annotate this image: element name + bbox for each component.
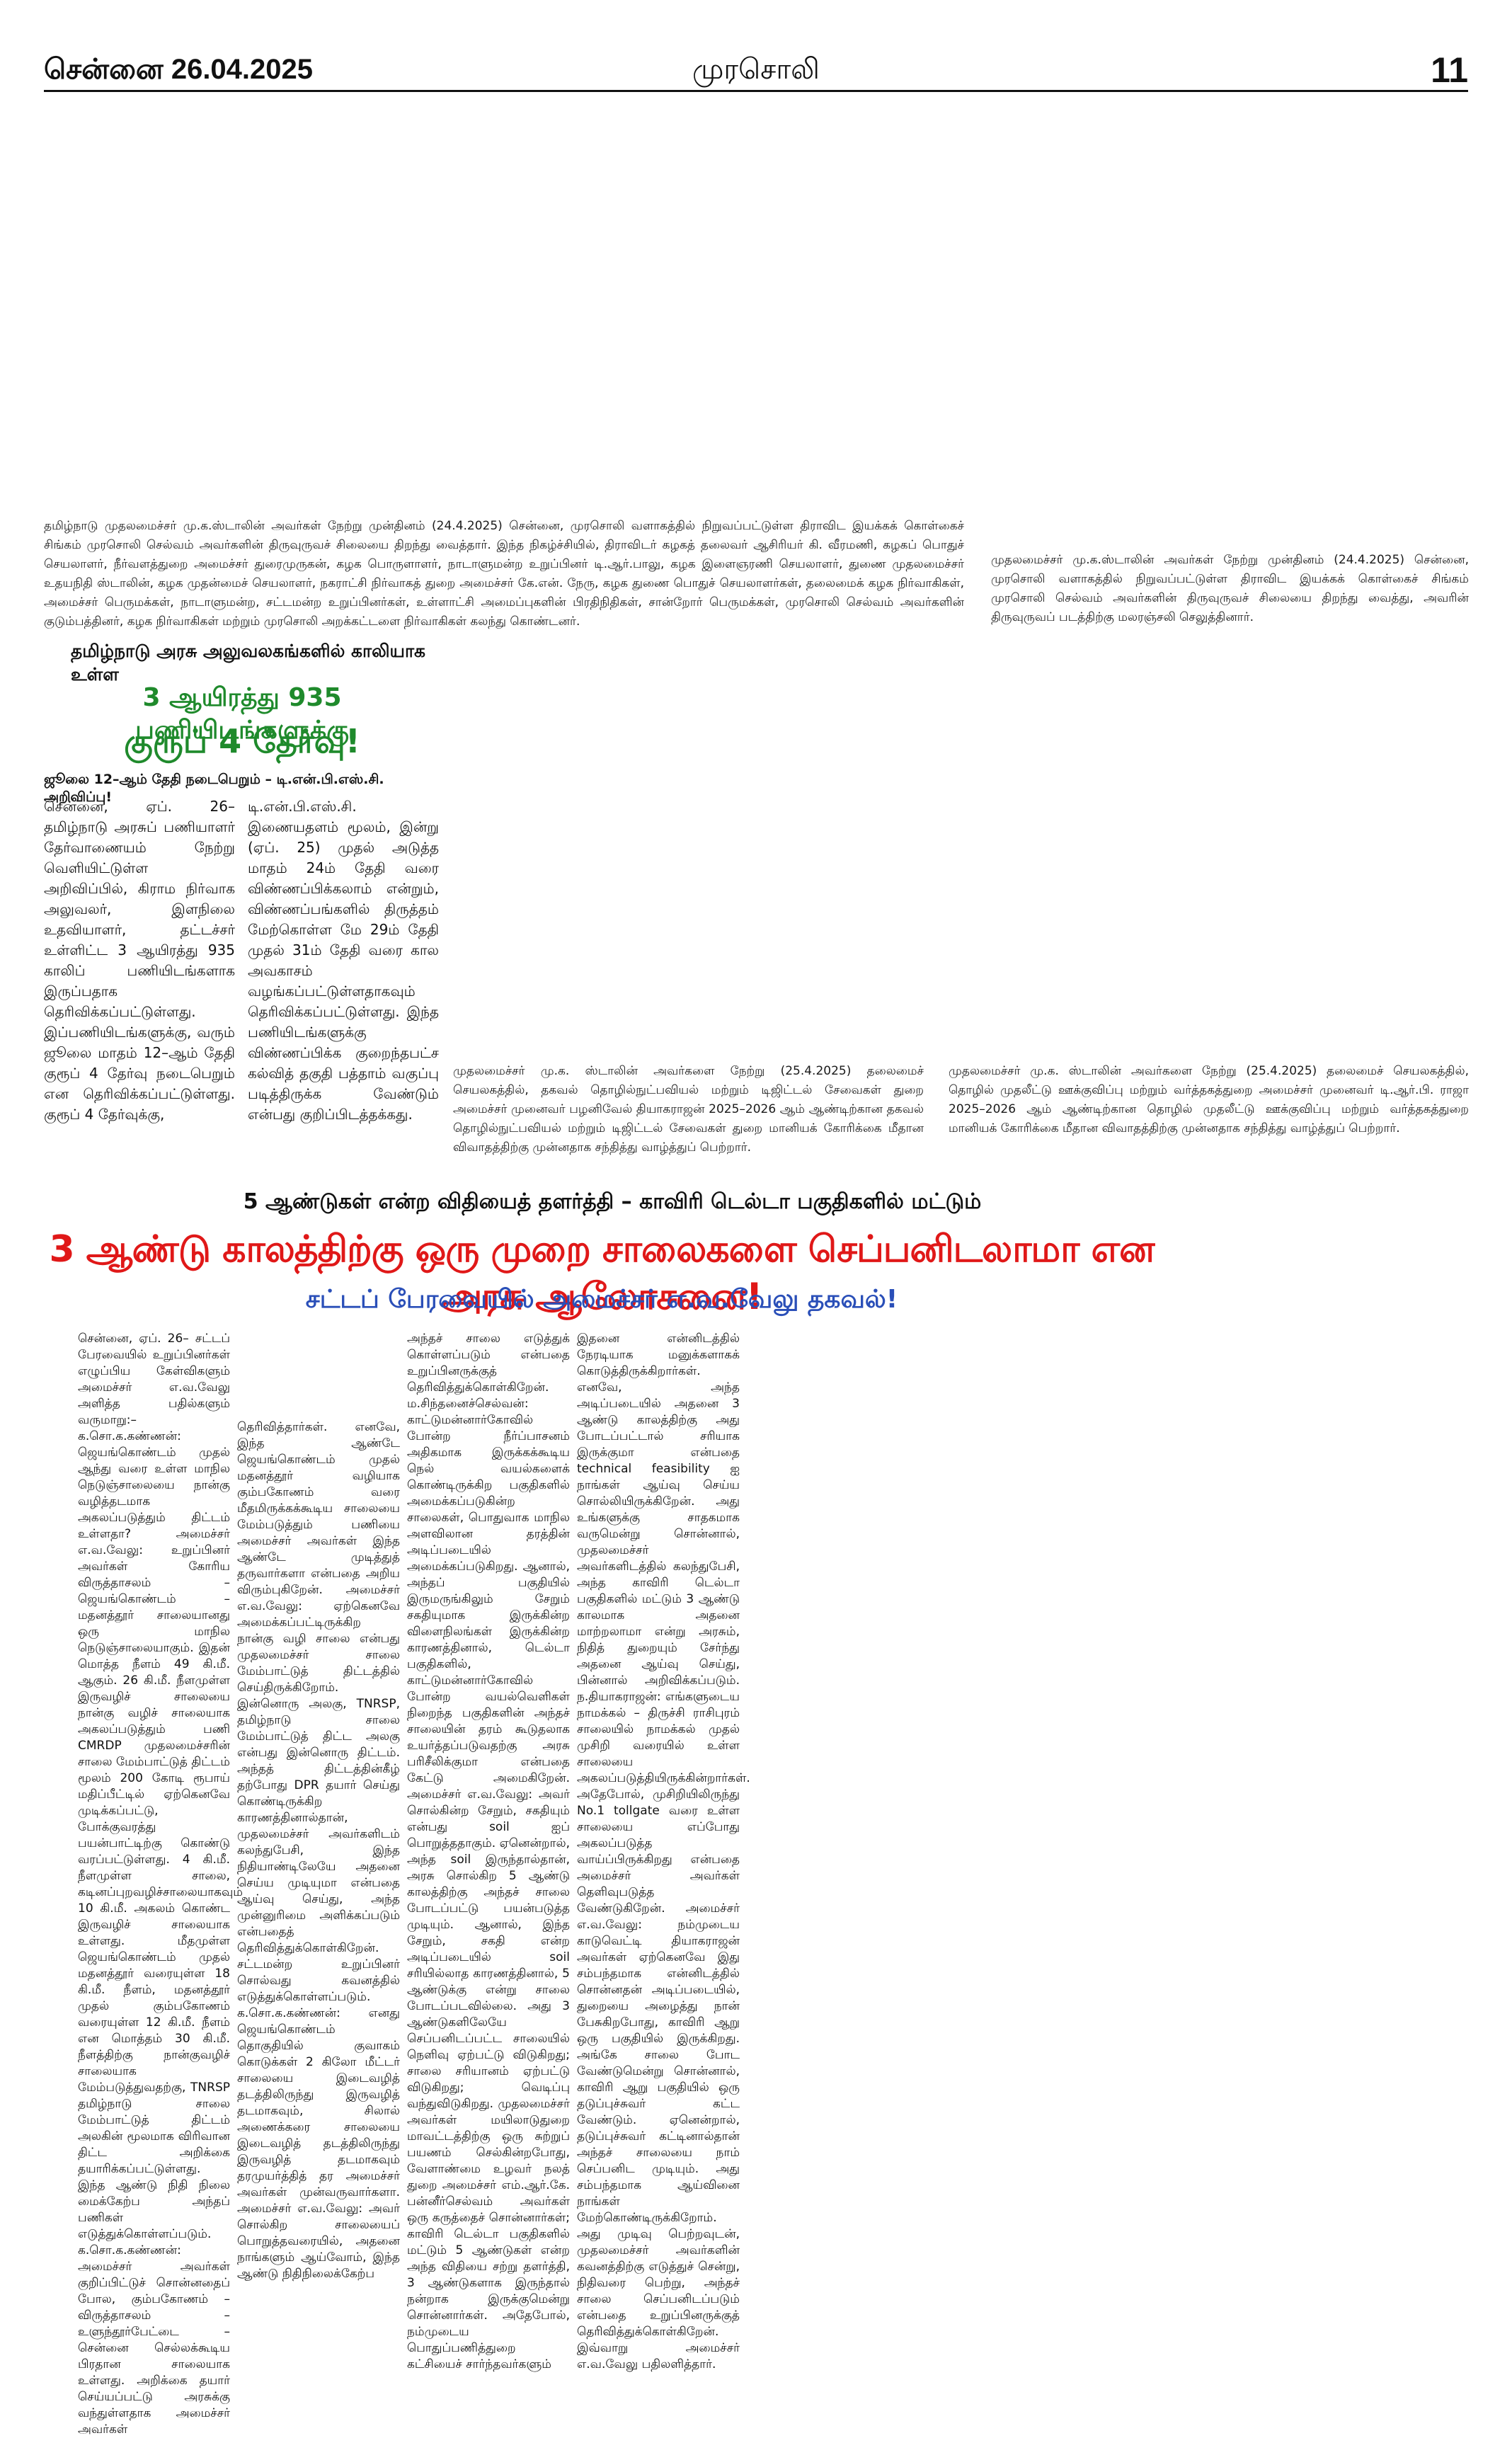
photo-it-minister — [453, 637, 924, 1055]
story2-col1-text: சென்னை, ஏப். 26– சட்டப் பேரவையில் உறுப்ப… — [78, 1332, 243, 2437]
story2-col2-text: தெரிவித்தார்கள். எனவே, இந்த ஆண்டே ஜெயங்க… — [237, 1420, 400, 2281]
story2-headline: 3 ஆண்டு காலத்திற்கு ஒரு முறை சாலைகளை செப… — [49, 1228, 1155, 1318]
page-header: சென்னை 26.04.2025 முரசொலி 11 — [44, 50, 1468, 92]
dateline: சென்னை 26.04.2025 — [44, 54, 314, 85]
caption-photo-tribute: முதலமைச்சர் மு.க.ஸ்டாலின் அவர்கள் நேற்று… — [991, 553, 1469, 624]
story2-column-4: இதனை என்னிடத்தில் நேரடியாக மனுக்களாகக் க… — [577, 1331, 750, 2371]
story2-subhead: சட்டப் பேரவையில் அமைச்சர் எ.வ.வேலு தகவல்… — [305, 1285, 898, 1314]
story2-col4-text: இதனை என்னிடத்தில் நேரடியாக மனுக்களாகக் க… — [577, 1332, 750, 2371]
story1-column-1: சென்னை, ஏப். 26– தமிழ்நாடு அரசுப் பணியாள… — [44, 796, 235, 1136]
photo-statue-tribute — [987, 113, 1469, 538]
story1-col2-text: டி.என்.பி.எஸ்.சி. இணையதளம் மூலம், இன்று … — [248, 798, 439, 1123]
story1-col1-text: சென்னை, ஏப். 26– தமிழ்நாடு அரசுப் பணியாள… — [44, 798, 235, 1123]
story1-kicker: தமிழ்நாடு அரசு அலுவலகங்களில் காலியாக உள்… — [71, 641, 426, 685]
photo-industries-minister — [945, 637, 1469, 1055]
story2-column-3: அந்தச் சாலை எடுத்துக் கொள்ளப்படும் என்பத… — [407, 1331, 570, 2371]
story1-headline-line1: 3 ஆயிரத்து 935 பணியிடங்களுக்கு — [135, 683, 349, 745]
story1-column-2: டி.என்.பி.எஸ்.சி. இணையதளம் மூலம், இன்று … — [248, 796, 439, 1136]
story2-col3-text: அந்தச் சாலை எடுத்துக் கொள்ளப்படும் என்பத… — [407, 1332, 570, 2371]
caption-photo-group: தமிழ்நாடு முதலமைச்சர் மு.க.ஸ்டாலின் அவர்… — [44, 519, 964, 629]
caption-photo-it-minister: முதலமைச்சர் மு.க. ஸ்டாலின் அவர்களை நேற்ற… — [453, 1064, 924, 1155]
story1-subhead: ஜூலை 12–ஆம் தேதி நடைபெறும் – டி.என்.பி.எ… — [44, 772, 384, 805]
story2-column-1: சென்னை, ஏப். 26– சட்டப் பேரவையில் உறுப்ப… — [78, 1331, 243, 2437]
photo-statue-group — [44, 113, 964, 510]
blank-area-bottom-right — [757, 1331, 1469, 2290]
story2-kicker: 5 ஆண்டுகள் என்ற விதியைத் தளர்த்தி – காவி… — [243, 1189, 982, 1214]
story2-column-2: தெரிவித்தார்கள். எனவே, இந்த ஆண்டே ஜெயங்க… — [237, 1419, 400, 2290]
story1-headline-line2: குரூப் 4 தேர்வு! — [124, 722, 360, 760]
page-number: 11 — [1431, 50, 1468, 90]
newspaper-name: முரசொலி — [692, 53, 820, 85]
caption-photo-industries-minister: முதலமைச்சர் மு.க. ஸ்டாலின் அவர்களை நேற்ற… — [949, 1064, 1469, 1135]
